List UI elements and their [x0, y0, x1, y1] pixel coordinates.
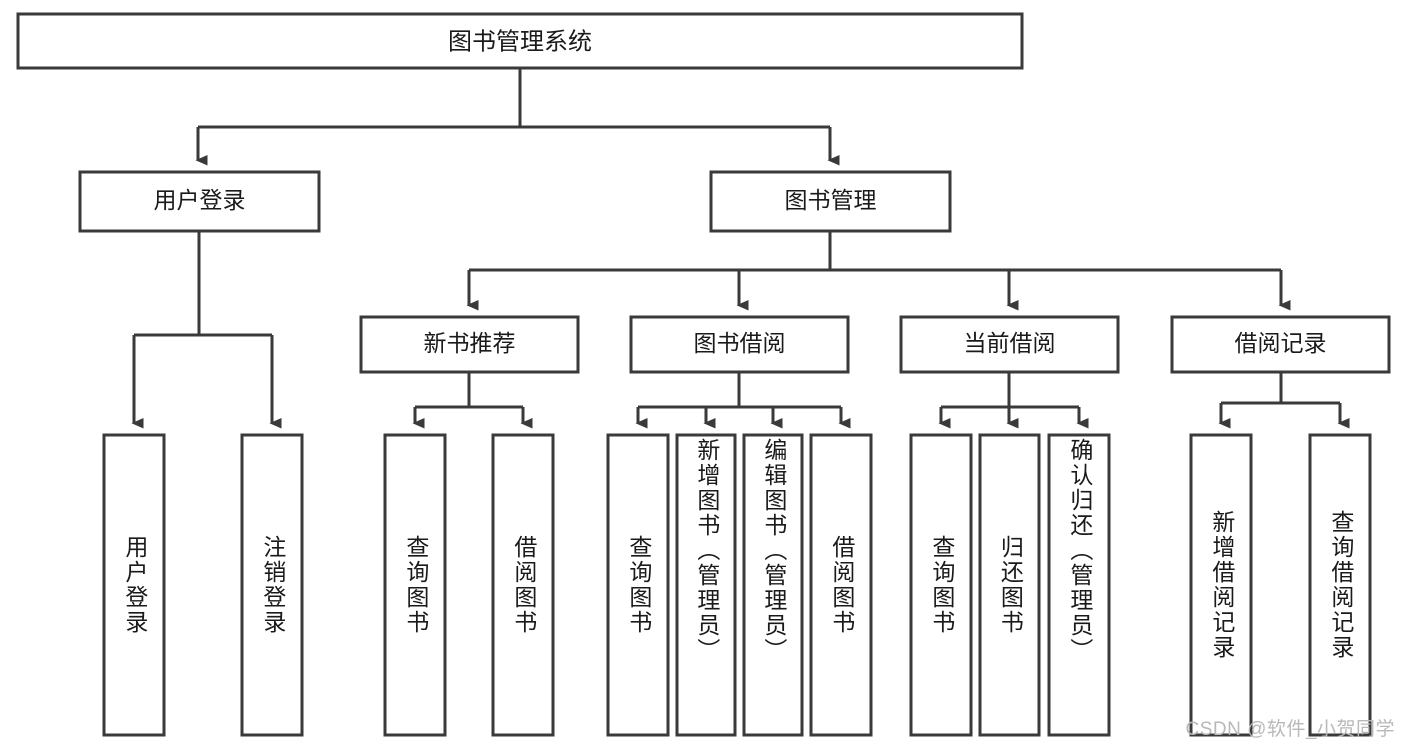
connector-book-management-to-level2	[466, 231, 1291, 311]
connector-book-borrow-to-leaves	[635, 372, 851, 429]
node-user-login-label: 用户登录	[154, 187, 246, 213]
node-root-system[interactable]: 图书管理系统	[16, 12, 1024, 70]
node-user-login-box	[78, 170, 321, 233]
node-root-box	[16, 12, 1024, 70]
node-current-borrow[interactable]: 当前借阅	[899, 315, 1120, 374]
node-new-book-recommend[interactable]: 新书推荐	[359, 315, 580, 374]
node-borrow-record[interactable]: 借阅记录	[1170, 315, 1391, 374]
connector-user-login-to-leaves	[131, 231, 282, 429]
node-new-book-recommend-box	[359, 315, 580, 374]
connector-current-borrow-to-leaves	[938, 372, 1089, 429]
leaf-box-book-borrow-3[interactable]	[809, 433, 873, 737]
leaf-box-current-borrow-1[interactable]	[978, 433, 1041, 737]
leaf-box-new-book-1[interactable]	[491, 433, 555, 737]
leaf-box-borrow-record-1[interactable]	[1308, 433, 1372, 737]
leaf-box-user-login-1[interactable]	[240, 433, 304, 737]
leaf-box-book-borrow-1[interactable]	[675, 433, 737, 737]
node-user-login[interactable]: 用户登录	[78, 170, 321, 233]
node-book-management-label: 图书管理	[785, 187, 877, 213]
node-book-management[interactable]: 图书管理	[709, 170, 952, 233]
leaf-box-new-book-0[interactable]	[383, 433, 447, 737]
connector-borrow-record-to-leaves	[1218, 372, 1350, 429]
leaf-box-book-borrow-0[interactable]	[606, 433, 670, 737]
node-root-label: 图书管理系统	[448, 28, 592, 55]
node-current-borrow-label: 当前借阅	[964, 330, 1056, 356]
connector-new-book-recommend-to-leaves	[412, 372, 533, 429]
leaf-box-borrow-record-0[interactable]	[1189, 433, 1253, 737]
node-book-borrow-label: 图书借阅	[694, 330, 786, 356]
node-borrow-record-label: 借阅记录	[1235, 330, 1327, 356]
leaf-box-book-borrow-2[interactable]	[742, 433, 804, 737]
node-current-borrow-box	[899, 315, 1120, 374]
node-book-borrow[interactable]: 图书借阅	[629, 315, 850, 374]
leaf-box-user-login-0[interactable]	[102, 433, 166, 737]
leaf-box-current-borrow-0[interactable]	[909, 433, 973, 737]
leaf-box-current-borrow-2[interactable]	[1047, 433, 1111, 737]
node-new-book-recommend-label: 新书推荐	[424, 330, 516, 356]
connector-root-to-level1	[195, 68, 840, 166]
